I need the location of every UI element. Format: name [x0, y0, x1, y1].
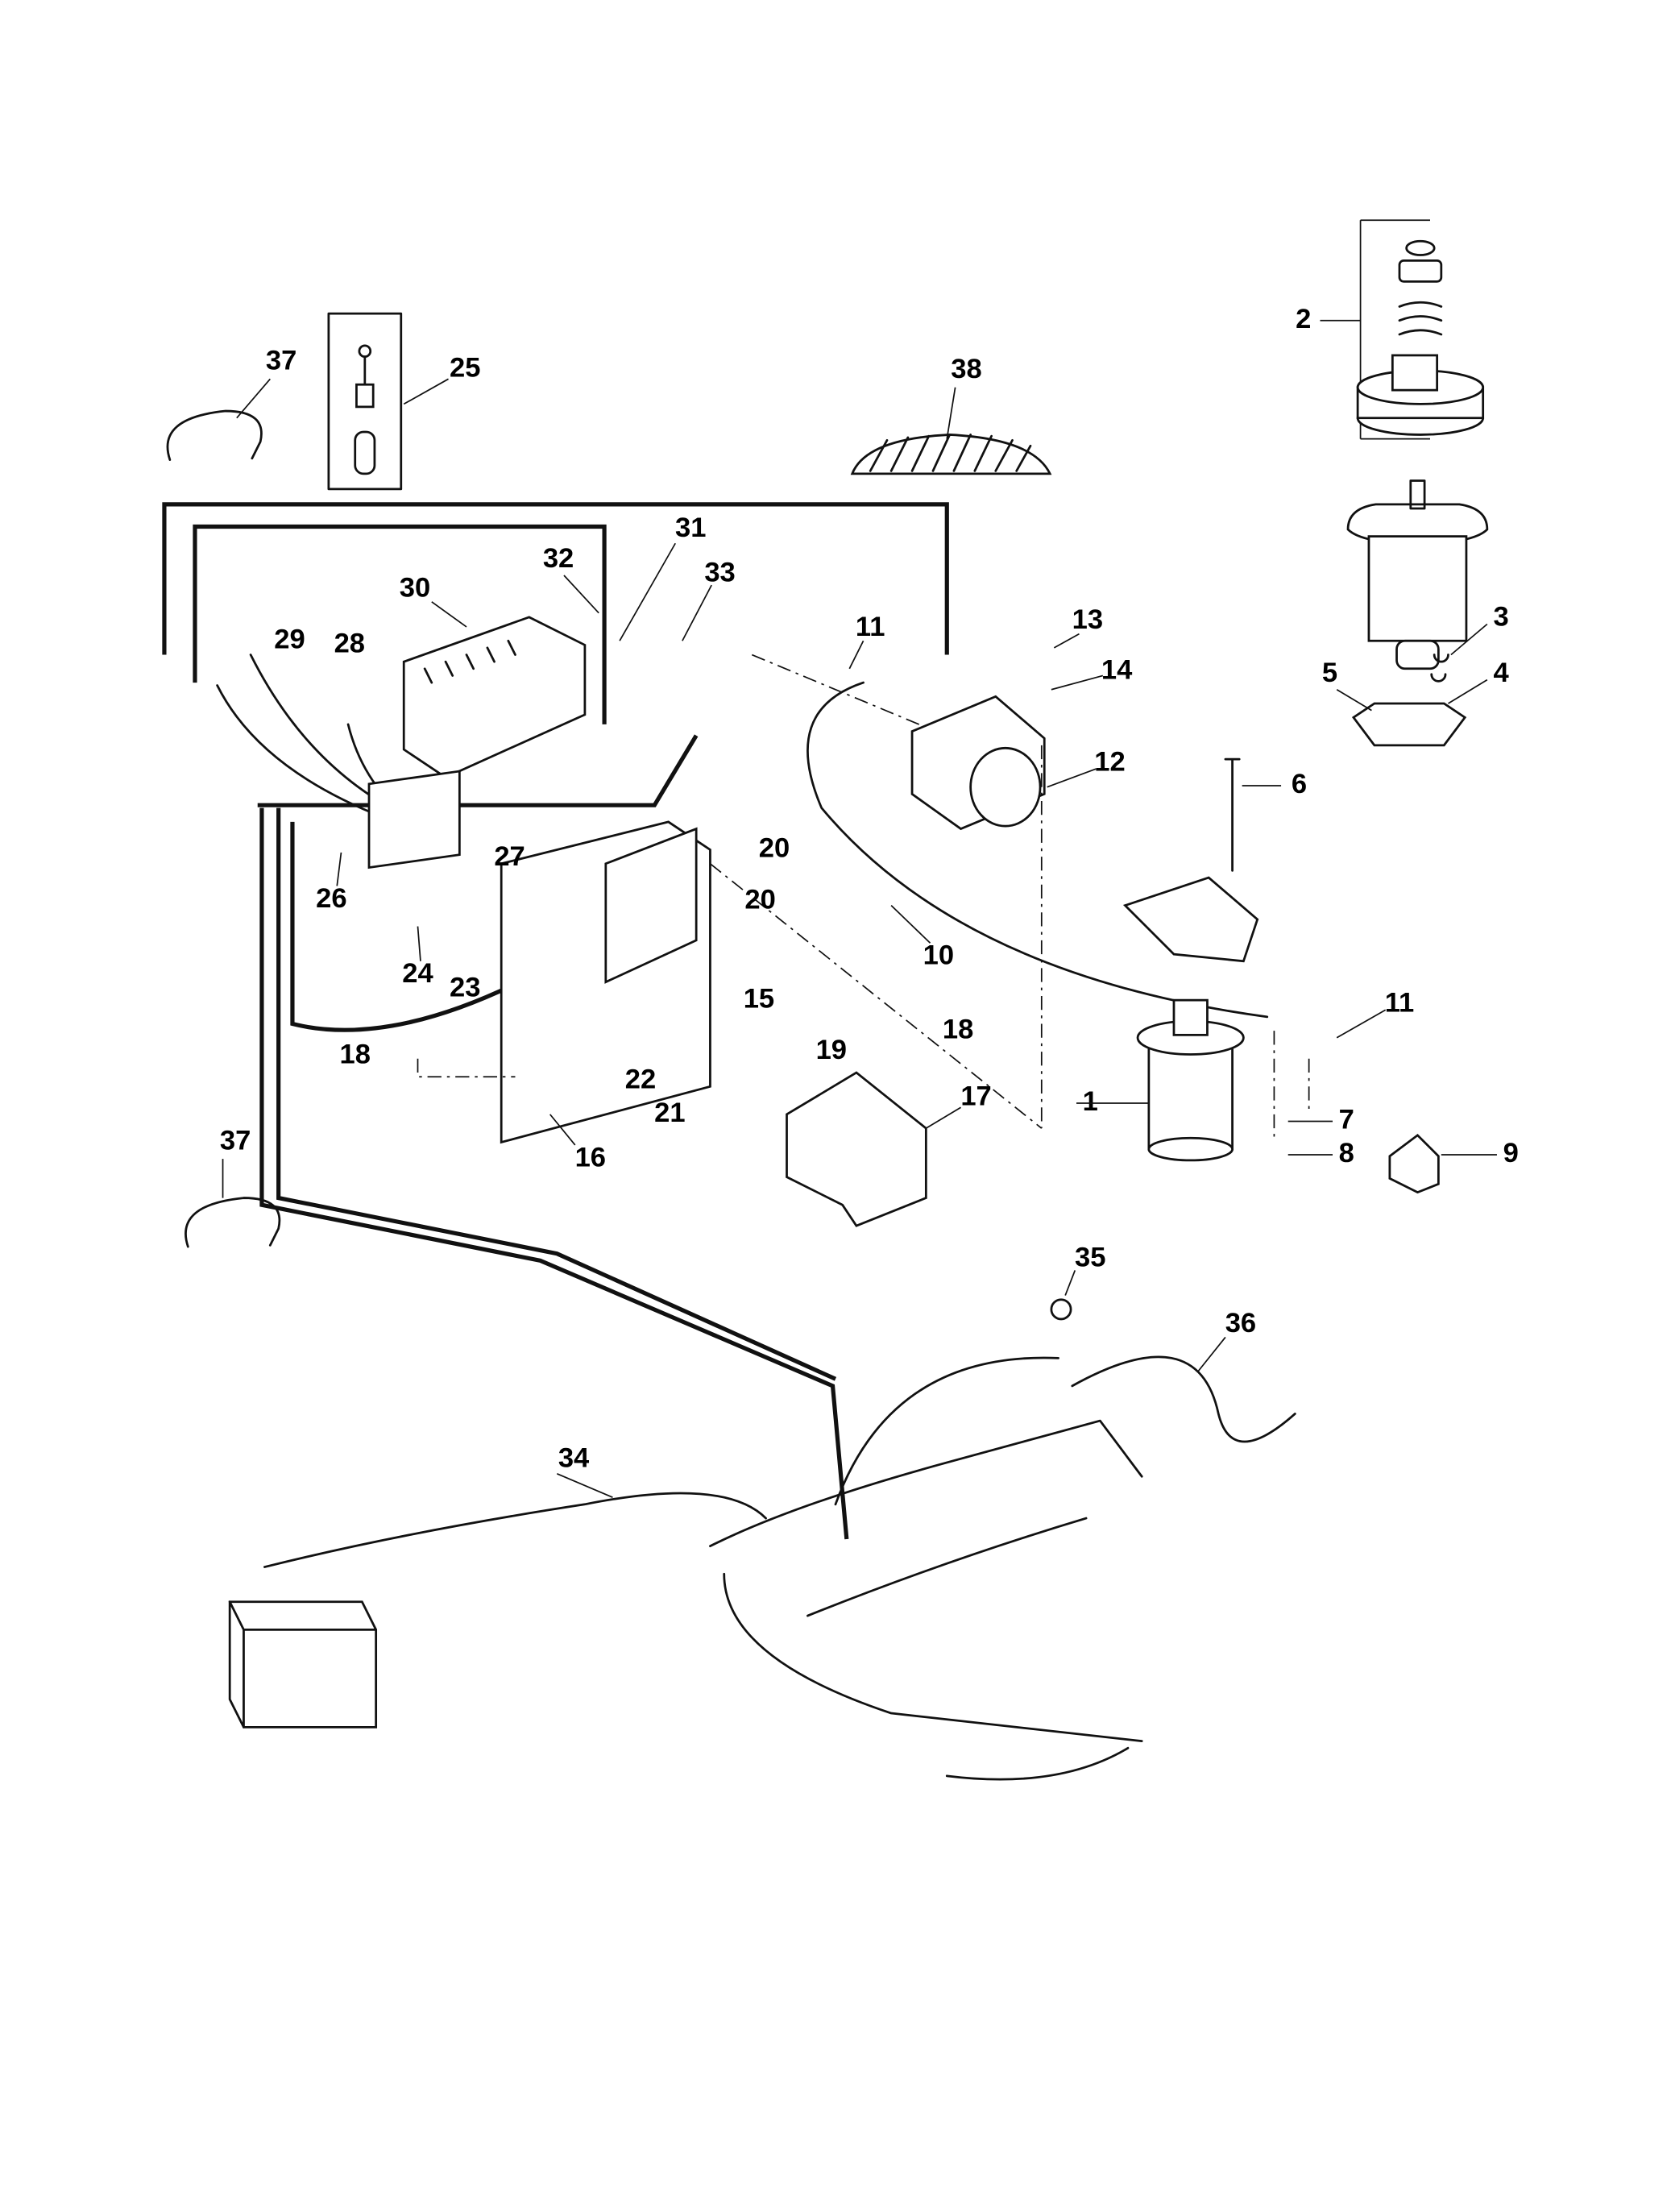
- part-6-bolt: [1224, 757, 1241, 872]
- part-37-clip-bottom: [185, 1197, 281, 1248]
- bracket-plate: [604, 827, 698, 984]
- label-7: 7: [1339, 1105, 1354, 1135]
- part-30-cdi: [402, 616, 587, 779]
- label-1: 1: [1083, 1086, 1098, 1117]
- label-16: 16: [575, 1142, 606, 1172]
- label-4: 4: [1494, 658, 1510, 688]
- label-18: 18: [943, 1014, 973, 1044]
- label-36: 36: [1225, 1308, 1256, 1338]
- label-34: 34: [558, 1443, 590, 1474]
- label-30: 30: [400, 572, 430, 603]
- part-12-solenoid: [910, 695, 1046, 831]
- part-34-battery-cable: [263, 1492, 767, 1568]
- callout-labels: 1 2 3 4 5 6 7 8 9 10 11 11 12 13 14 15 1…: [220, 304, 1519, 1474]
- battery: [228, 1600, 378, 1729]
- label-11: 11: [856, 612, 885, 642]
- part-25-fuse: [327, 312, 403, 491]
- label-33: 33: [704, 557, 735, 587]
- engine-hull: [709, 1419, 1143, 1781]
- label-2: 2: [1296, 304, 1311, 334]
- label-20: 20: [759, 833, 790, 864]
- part-36-ground-cable: [1071, 1355, 1296, 1443]
- label-37: 37: [266, 346, 296, 376]
- positive-cable: [834, 1356, 1059, 1506]
- label-25: 25: [450, 352, 480, 383]
- label-8: 8: [1339, 1138, 1354, 1168]
- label-19: 19: [816, 1035, 847, 1065]
- label-6: 6: [1292, 769, 1307, 799]
- part-35-bolt: [1050, 1298, 1072, 1321]
- label-11: 11: [1385, 987, 1415, 1018]
- label-29: 29: [274, 624, 305, 654]
- label-21: 21: [654, 1098, 685, 1128]
- part-6-bracket: [1122, 876, 1259, 963]
- label-27: 27: [494, 841, 525, 872]
- label-26: 26: [316, 883, 346, 914]
- label-35: 35: [1075, 1243, 1105, 1273]
- label-9: 9: [1503, 1138, 1519, 1168]
- label-14: 14: [1101, 654, 1133, 685]
- label-28: 28: [334, 629, 365, 659]
- label-22: 22: [625, 1064, 656, 1095]
- label-12: 12: [1094, 746, 1125, 777]
- label-32: 32: [543, 543, 574, 574]
- part-17-bracket: [786, 1071, 927, 1227]
- part-24-rectifier: [367, 770, 461, 869]
- part-38-sleeve: [850, 434, 1052, 475]
- label-18: 18: [340, 1039, 371, 1069]
- label-10: 10: [923, 940, 954, 971]
- assembly-leader-lines: [417, 654, 1310, 1143]
- label-20: 20: [744, 885, 775, 915]
- label-24: 24: [402, 958, 433, 989]
- callout-leader-lines: [222, 319, 1497, 1498]
- starter-motor-assembly: [1346, 479, 1489, 747]
- label-31: 31: [675, 513, 706, 543]
- part-9-cap: [1388, 1133, 1440, 1194]
- label-15: 15: [744, 983, 774, 1014]
- label-13: 13: [1072, 604, 1103, 635]
- part-37-clip-top: [166, 409, 263, 461]
- part-10-cable: [806, 681, 1269, 1019]
- part-2-pinion-kit: [1356, 219, 1485, 440]
- part-1-starter-motor: [1136, 998, 1245, 1162]
- label-38: 38: [951, 354, 981, 384]
- label-17: 17: [960, 1081, 991, 1111]
- label-37: 37: [220, 1126, 251, 1156]
- label-3: 3: [1494, 602, 1509, 633]
- label-5: 5: [1322, 658, 1337, 688]
- label-23: 23: [450, 972, 480, 1002]
